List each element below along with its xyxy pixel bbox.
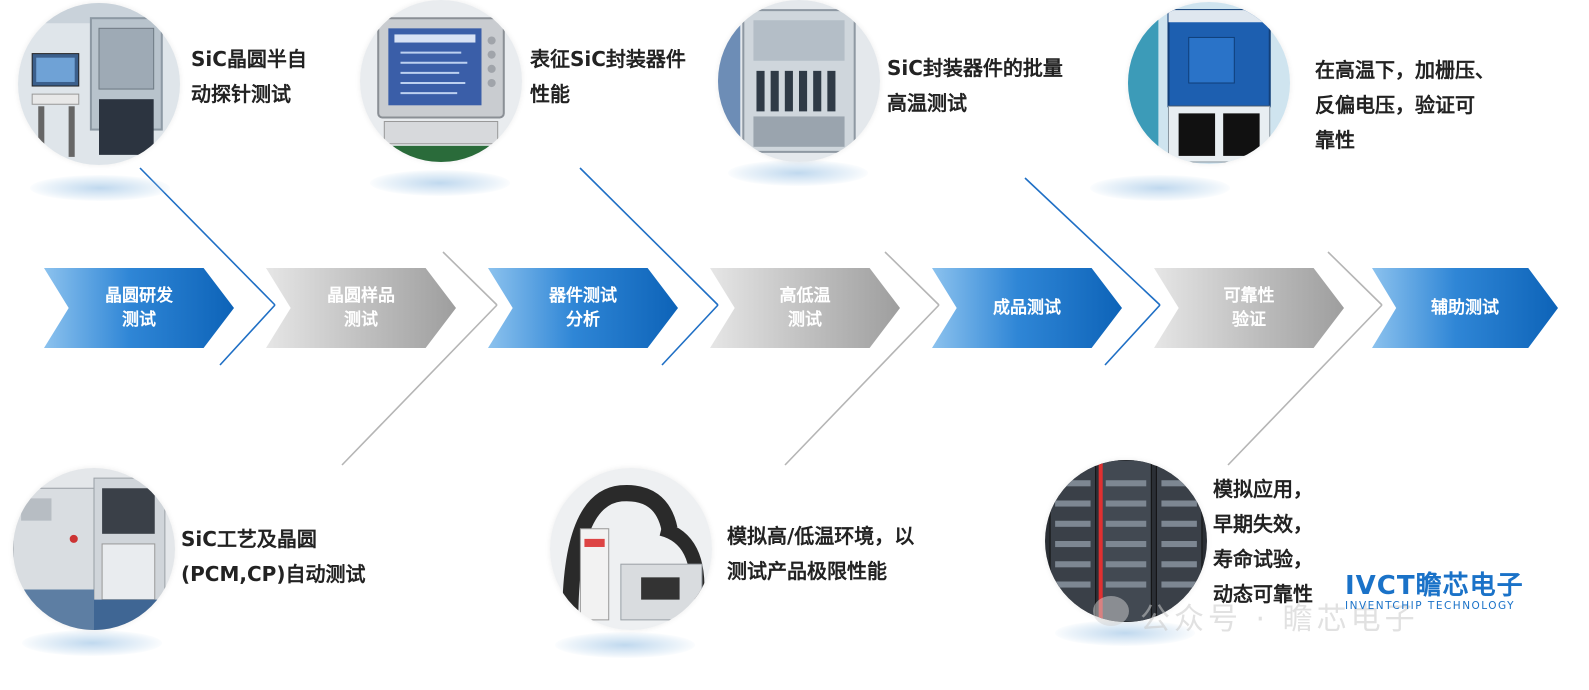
desc-application-simulation: 模拟应用，早期失效，寿命试验，动态可靠性 xyxy=(1213,477,1313,606)
step-reliability-verification: 可靠性验证 xyxy=(1154,268,1344,348)
photo-shadow xyxy=(30,175,170,201)
step-device-test-analysis: 器件测试分析 xyxy=(488,268,678,348)
desc-package-characterization: 表征SiC封装器件性能 xyxy=(530,47,686,106)
desc-reliability-verify: 在高温下，加栅压、反偏电压，验证可靠性 xyxy=(1315,58,1495,152)
connector-line xyxy=(1104,304,1161,366)
wechat-icon xyxy=(1093,596,1129,626)
connector-line xyxy=(661,304,719,366)
step-wafer-rd-test: 晶圆研发测试 xyxy=(44,268,234,348)
photo-thermal-stream xyxy=(550,468,712,630)
connector-line xyxy=(579,167,719,306)
desc-temperature-simulation: 模拟高/低温环境，以测试产品极限性能 xyxy=(727,524,915,583)
photo-shadow xyxy=(370,170,510,196)
photo-shadow xyxy=(1055,620,1195,646)
step-high-low-temp-test: 高低温测试 xyxy=(710,268,900,348)
photo-shadow xyxy=(1090,175,1230,201)
connector-line xyxy=(219,304,276,366)
desc-batch-high-temp: SiC封装器件的批量高温测试 xyxy=(887,56,1063,115)
step-wafer-sample-test: 晶圆样品测试 xyxy=(266,268,456,348)
desc-wafer-probe: SiC晶圆半自动探针测试 xyxy=(191,47,307,106)
photo-test-navigator xyxy=(360,0,522,162)
photo-reliability-chamber xyxy=(1128,2,1290,164)
step-final-product-test: 成品测试 xyxy=(932,268,1122,348)
connector-line xyxy=(1327,251,1383,306)
photo-shadow xyxy=(555,632,695,658)
logo-sub-text: INVENTCHIP TECHNOLOGY xyxy=(1345,600,1516,612)
photo-wafer-auto-tester xyxy=(13,468,175,630)
photo-wafer-probe-station xyxy=(18,3,180,165)
photo-shadow xyxy=(728,160,868,186)
watermark-text: 公众号 · 瞻芯电子 xyxy=(1140,602,1419,637)
connector-line xyxy=(884,251,940,306)
connector-line xyxy=(1227,304,1383,466)
photo-shadow xyxy=(22,630,162,656)
connector-line xyxy=(442,251,498,306)
logo-main-text: IVCT瞻芯电子 xyxy=(1345,571,1524,601)
company-logo: IVCT瞻芯电子 INVENTCHIP TECHNOLOGY xyxy=(1345,565,1524,612)
connector-line xyxy=(1024,177,1161,306)
step-auxiliary-test: 辅助测试 xyxy=(1372,268,1558,348)
photo-batch-high-temp-tester xyxy=(718,0,880,162)
desc-wafer-process-test: SiC工艺及晶圆(PCM,CP)自动测试 xyxy=(181,527,366,586)
connector-line xyxy=(784,304,940,466)
connector-line xyxy=(341,304,498,466)
